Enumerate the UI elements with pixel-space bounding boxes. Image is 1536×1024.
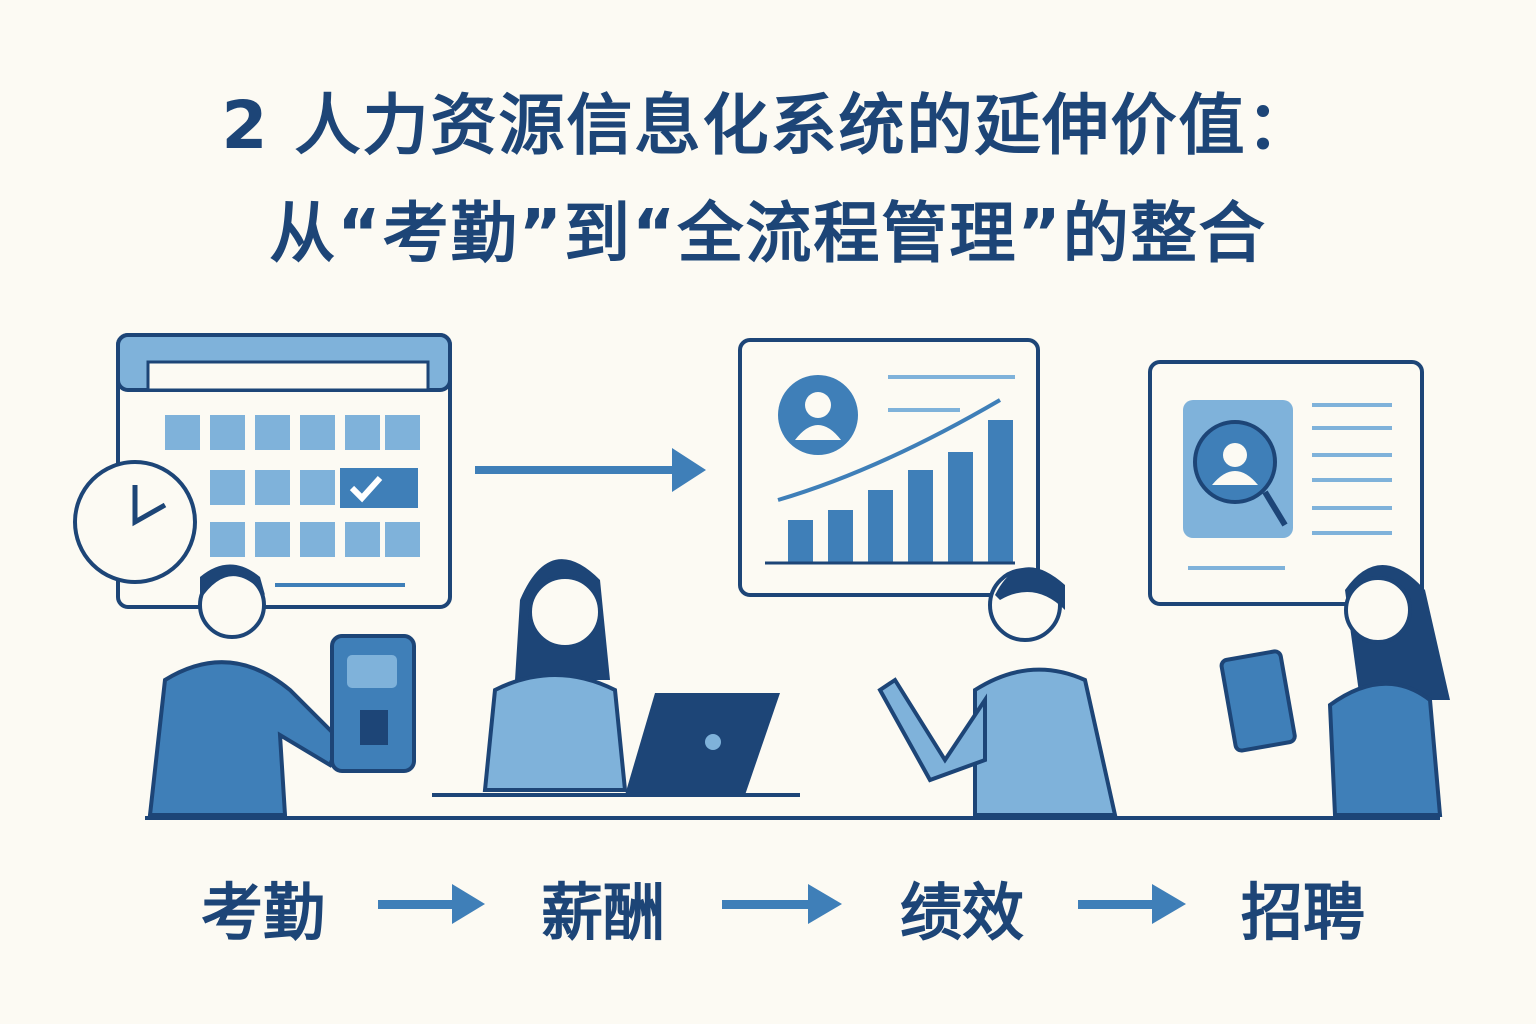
arrow-icon — [475, 448, 706, 492]
step-payroll: 薪酬 — [540, 876, 665, 949]
performance-chart-board — [738, 338, 1040, 597]
check-icon — [349, 475, 383, 503]
step-recruiting: 招聘 — [1240, 876, 1365, 949]
step-attendance: 考勤 — [200, 876, 325, 949]
recruiting-board — [1148, 360, 1424, 606]
laptop-icon — [625, 693, 780, 795]
person-at-laptop — [432, 559, 800, 797]
tablet-icon — [1219, 649, 1297, 753]
clock-icon — [73, 460, 197, 584]
flow-arrows — [378, 884, 1186, 924]
calendar-icon — [116, 333, 452, 609]
person-clocking-in — [147, 564, 416, 817]
person-presenting — [877, 567, 1118, 817]
title-line-2: 从“考勤”到“全流程管理”的整合 — [269, 195, 1267, 272]
title-line-1: 2 人力资源信息化系统的延伸价值： — [221, 87, 1315, 164]
person-with-tablet — [1219, 565, 1450, 817]
step-performance: 绩效 — [899, 876, 1024, 949]
